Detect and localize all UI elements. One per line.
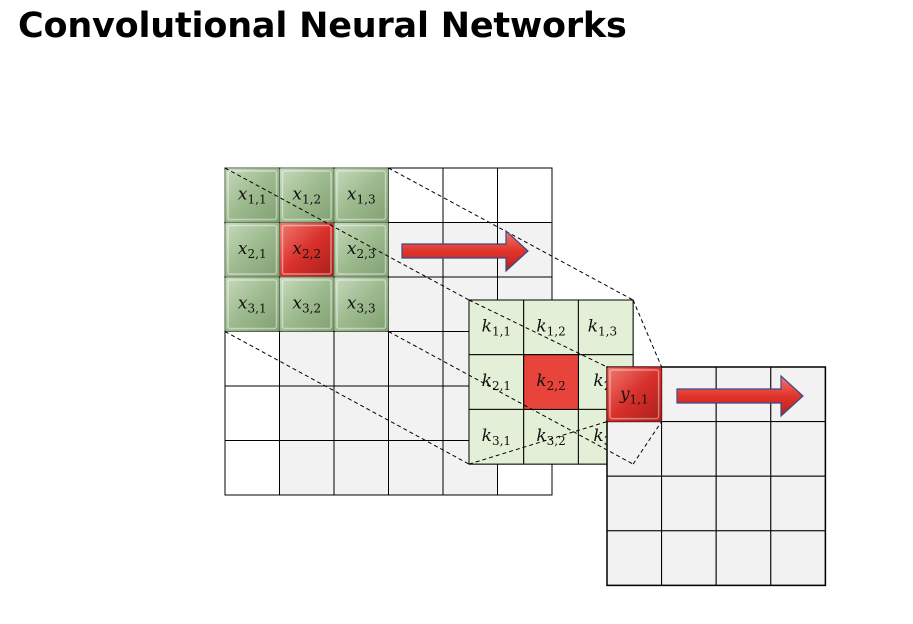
- kernel-cell-label: k1,1: [482, 316, 511, 338]
- input-window-cell: [279, 276, 335, 332]
- input-cell-label: x1,2: [292, 184, 321, 206]
- projection-lines: [224, 167, 663, 465]
- input-cell: [388, 331, 444, 387]
- input-cell: [388, 385, 444, 441]
- projection-line: [224, 331, 470, 465]
- input-cell: [333, 331, 389, 387]
- input-cell-label: x2,3: [347, 239, 376, 261]
- input-cell-label: x2,2: [292, 239, 321, 261]
- output-cell: [606, 475, 663, 532]
- kernel-cell: [523, 408, 579, 465]
- input-cell: [388, 276, 444, 332]
- kernel-cell: [468, 408, 525, 465]
- output-cell: [770, 475, 826, 532]
- projection-line: [388, 167, 634, 301]
- output-slide-arrow: [676, 374, 804, 418]
- input-cell: [333, 440, 389, 496]
- input-slide-arrow: [401, 229, 529, 273]
- output-cell: [770, 530, 826, 586]
- projection-line: [632, 299, 663, 368]
- input-cell: [388, 440, 444, 496]
- output-grid-border: [606, 366, 827, 587]
- kernel-cell: [577, 299, 634, 356]
- kernel-cell-label: k3,1: [482, 426, 511, 448]
- input-cell: [333, 385, 389, 441]
- output-cell-label: y1,1: [619, 384, 649, 406]
- projection-line: [468, 299, 608, 368]
- projection-line: [224, 167, 470, 301]
- output-cell: [606, 421, 663, 477]
- input-cell-label: x3,2: [292, 293, 321, 315]
- output-cell: [715, 421, 772, 477]
- input-cell: [388, 167, 444, 223]
- input-cell: [497, 167, 553, 223]
- output-cell: [606, 530, 663, 586]
- input-cell-label: x2,1: [238, 239, 267, 261]
- input-cell: [442, 167, 498, 223]
- kernel-cell-label: k1,3: [588, 316, 617, 338]
- input-cell-label: x3,1: [238, 293, 267, 315]
- kernel-cell: [468, 299, 525, 356]
- input-cell: [224, 440, 280, 496]
- kernel-cell-label: k1,2: [536, 316, 565, 338]
- output-cell: [770, 421, 826, 477]
- input-cell-label: x1,3: [347, 184, 376, 206]
- input-cell-label: x1,1: [238, 184, 267, 206]
- projection-line: [632, 421, 663, 465]
- kernel-cell-label: k2,2: [536, 371, 565, 393]
- input-window-cell: [333, 276, 389, 332]
- kernel-cell-label: k2,1: [482, 371, 511, 393]
- projection-line: [388, 331, 634, 465]
- input-window-cell: [224, 167, 280, 223]
- output-cell: [661, 475, 717, 532]
- input-cell: [279, 440, 335, 496]
- output-cell: [661, 530, 717, 586]
- input-cell: [279, 331, 335, 387]
- input-cell: [279, 385, 335, 441]
- kernel-cell-label: k3,2: [536, 426, 565, 448]
- arrows: [401, 229, 804, 418]
- kernel-center-cell: [523, 354, 579, 410]
- output-center-cell: [606, 366, 663, 423]
- output-cell: [715, 475, 772, 532]
- input-cell: [224, 331, 280, 387]
- kernel-cell: [523, 299, 579, 356]
- output-cell: [661, 421, 717, 477]
- slide-title: Convolutional Neural Networks: [18, 6, 627, 46]
- input-window-cell: [333, 222, 389, 278]
- output-cell: [715, 530, 772, 586]
- projection-line: [468, 421, 608, 465]
- input-cell: [224, 385, 280, 441]
- input-cell-label: x3,3: [347, 293, 376, 315]
